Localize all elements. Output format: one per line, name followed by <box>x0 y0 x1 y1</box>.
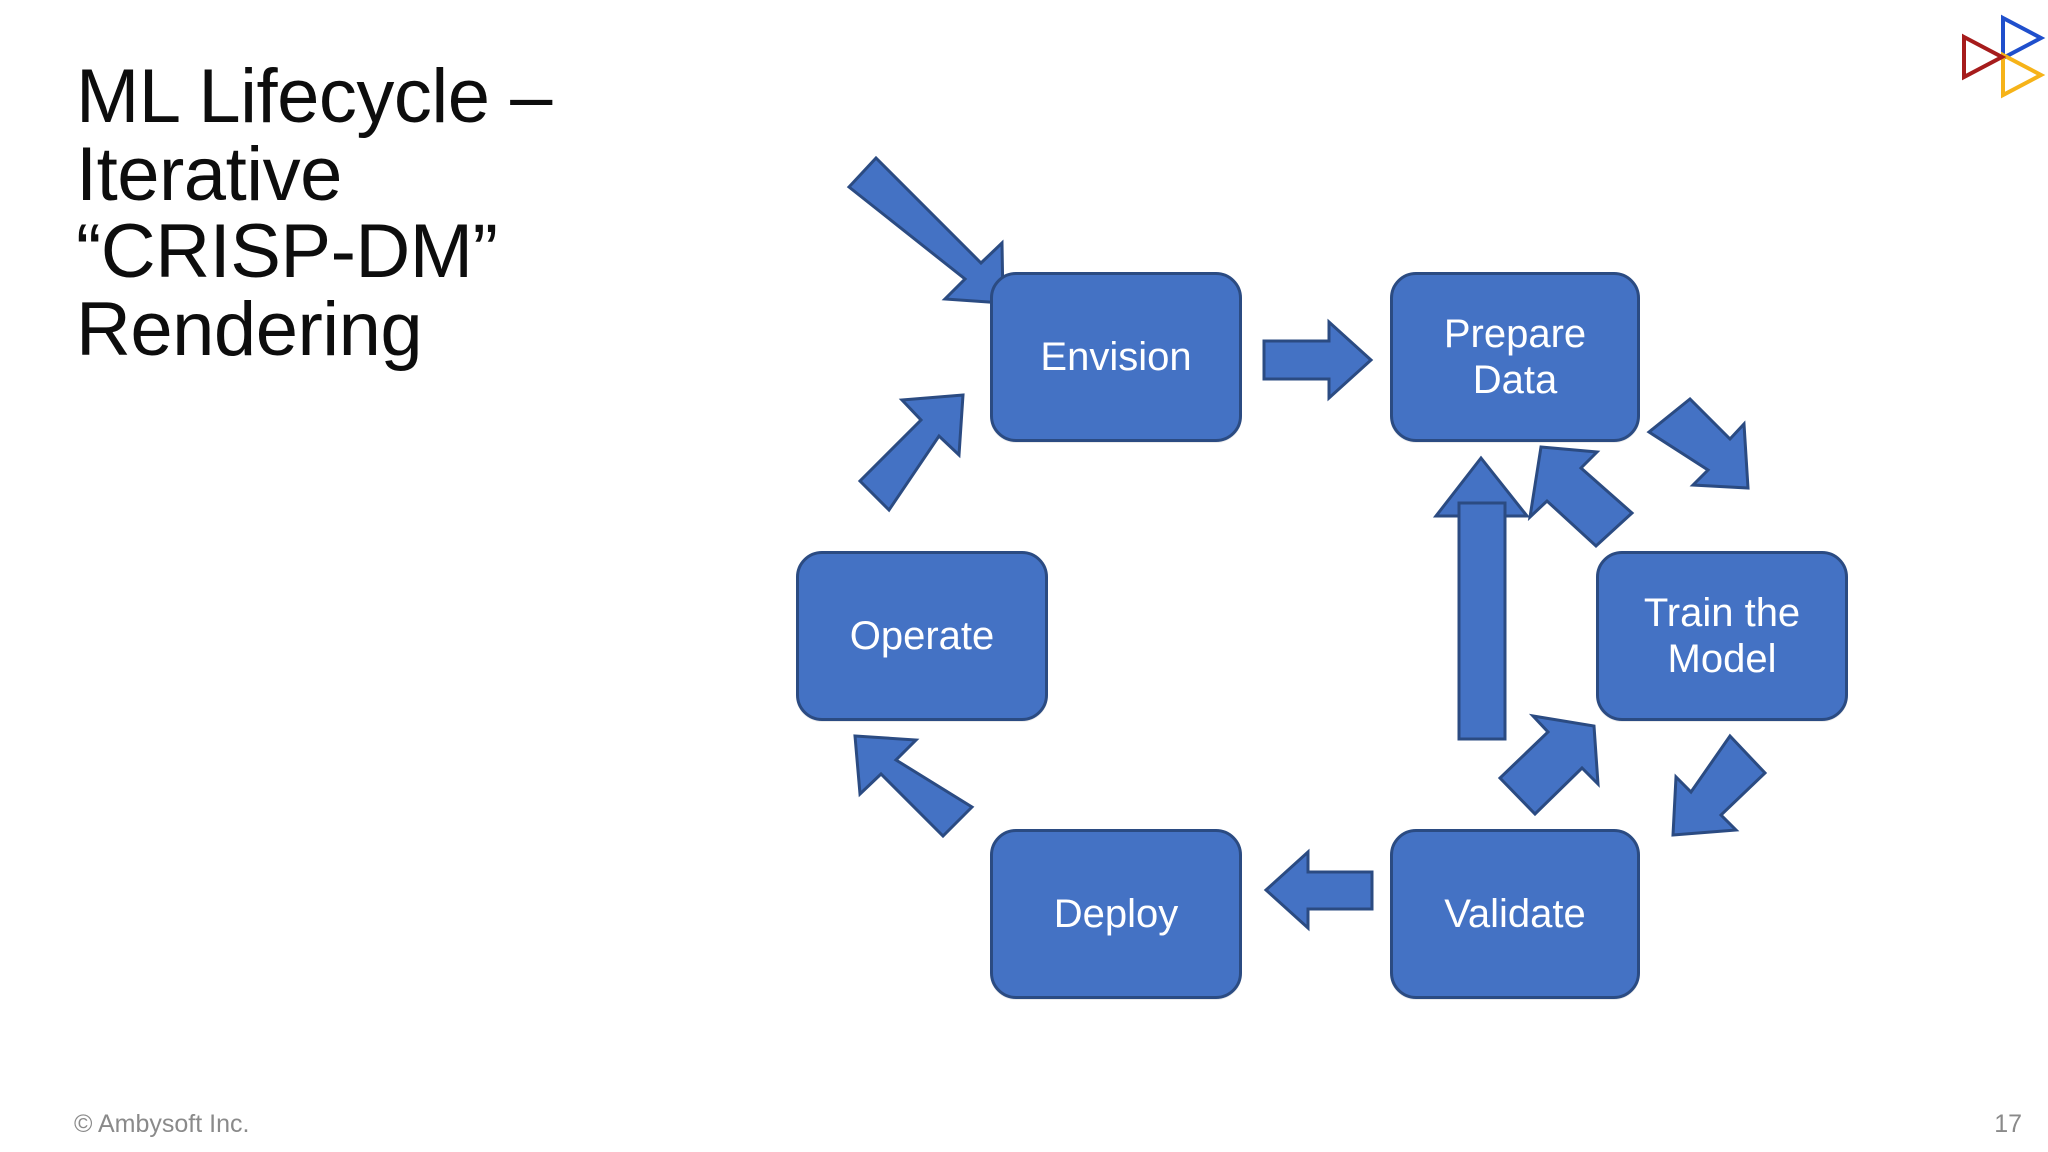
node-operate[interactable]: Operate <box>796 551 1048 721</box>
node-envision[interactable]: Envision <box>990 272 1242 442</box>
footer-page-number: 17 <box>1994 1110 2022 1138</box>
node-validate[interactable]: Validate <box>1390 829 1640 999</box>
triangle-yellow-icon <box>2001 51 2046 99</box>
node-prepare-data[interactable]: Prepare Data <box>1390 272 1640 442</box>
node-train-model[interactable]: Train the Model <box>1596 551 1848 721</box>
triangle-red-icon <box>1962 33 2007 81</box>
footer-copyright: © Ambysoft Inc. <box>74 1110 250 1138</box>
ambysoft-logo <box>1952 8 2048 104</box>
triangle-blue-icon <box>2001 14 2046 62</box>
page-title: ML Lifecycle – Iterative “CRISP-DM” Rend… <box>76 54 552 372</box>
node-deploy[interactable]: Deploy <box>990 829 1242 999</box>
